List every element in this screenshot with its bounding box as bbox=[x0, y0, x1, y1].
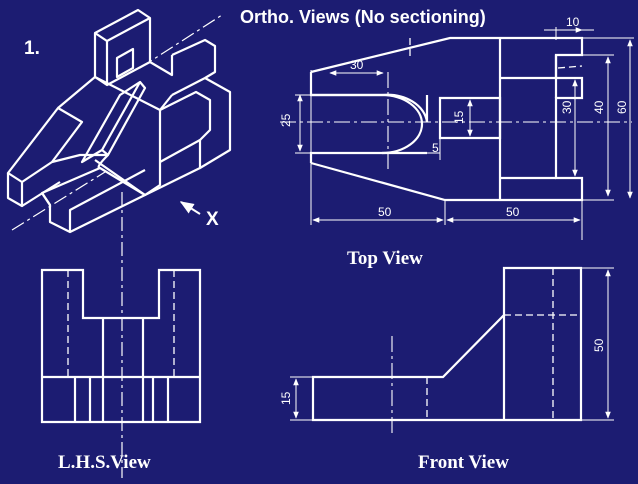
slide-number: 1. bbox=[24, 38, 40, 59]
dim-5: 5 bbox=[432, 141, 439, 155]
lhs-view-label: L.H.S.View bbox=[58, 452, 151, 473]
iso-centerline-arm bbox=[11, 171, 106, 231]
front-view bbox=[311, 266, 583, 422]
lhs-view bbox=[40, 268, 202, 424]
top-hidden-line bbox=[557, 65, 583, 69]
direction-label: X bbox=[206, 209, 219, 230]
dim-50-left: 50 bbox=[378, 205, 392, 219]
dim-15-top: 15 bbox=[452, 110, 466, 124]
isometric-view bbox=[6, 8, 232, 234]
dim-25: 25 bbox=[279, 113, 293, 127]
dim-30-top: 30 bbox=[350, 58, 364, 72]
view-direction-arrow: X bbox=[179, 201, 219, 230]
dim-10: 10 bbox=[566, 15, 580, 29]
dim-50-front: 50 bbox=[592, 338, 606, 352]
front-dimensions bbox=[290, 267, 614, 421]
dim-40: 40 bbox=[592, 100, 606, 114]
dim-50-right: 50 bbox=[506, 205, 520, 219]
top-dimensions bbox=[295, 27, 634, 240]
dim-15-front: 15 bbox=[279, 391, 293, 405]
iso-centerline-column bbox=[139, 14, 223, 69]
dim-60: 60 bbox=[615, 100, 629, 114]
slide-title: Ortho. Views (No sectioning) bbox=[240, 7, 486, 27]
top-view-label: Top View bbox=[347, 248, 423, 269]
front-view-label: Front View bbox=[418, 452, 509, 473]
dim-30-vert: 30 bbox=[560, 100, 574, 114]
